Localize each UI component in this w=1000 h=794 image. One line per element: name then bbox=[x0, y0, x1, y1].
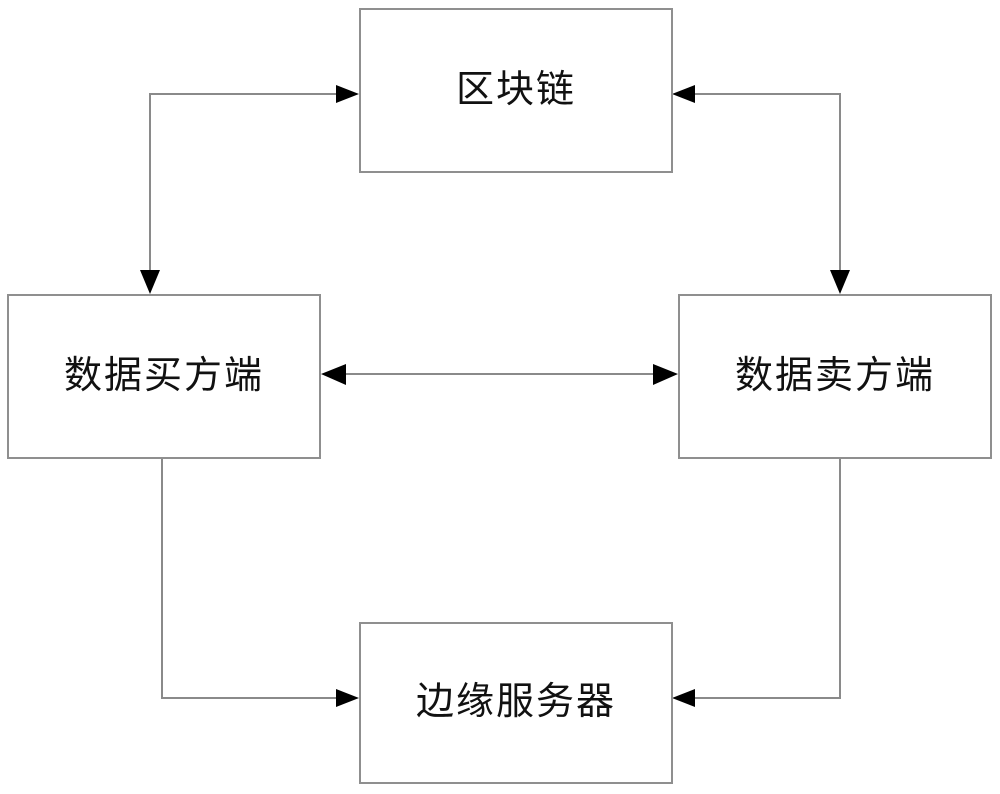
arrowhead-into-seller-left bbox=[653, 364, 678, 385]
arrowhead-into-edge-server-left bbox=[336, 689, 359, 707]
connector-buyer-blockchain-path bbox=[149, 93, 351, 286]
node-data-seller-label: 数据卖方端 bbox=[734, 354, 935, 397]
connector-buyer-edge-server bbox=[161, 458, 359, 707]
node-edge-server-label: 边缘服务器 bbox=[415, 681, 616, 724]
connector-buyer-seller bbox=[321, 364, 678, 385]
connector-seller-edge-server bbox=[672, 458, 841, 707]
node-data-buyer[interactable]: 数据买方端 bbox=[7, 294, 321, 459]
arrowhead-into-seller-top bbox=[830, 270, 850, 294]
arrowhead-into-blockchain-right bbox=[672, 85, 695, 103]
connector-buyer-blockchain bbox=[140, 85, 359, 294]
arrowhead-into-buyer-top bbox=[140, 270, 160, 294]
arrowhead-into-edge-server-right bbox=[672, 689, 695, 707]
node-blockchain-label: 区块链 bbox=[455, 68, 576, 111]
node-blockchain[interactable]: 区块链 bbox=[359, 8, 673, 173]
connector-seller-edge-server-path bbox=[680, 458, 841, 699]
node-edge-server[interactable]: 边缘服务器 bbox=[359, 622, 673, 784]
connector-buyer-edge-server-path bbox=[161, 458, 351, 699]
node-data-seller[interactable]: 数据卖方端 bbox=[678, 294, 992, 459]
node-data-buyer-label: 数据买方端 bbox=[63, 354, 264, 397]
arrowhead-into-buyer-right bbox=[321, 364, 346, 385]
arrowhead-into-blockchain-left bbox=[336, 85, 359, 103]
connector-seller-blockchain-path bbox=[680, 93, 841, 286]
connector-seller-blockchain bbox=[672, 85, 850, 294]
